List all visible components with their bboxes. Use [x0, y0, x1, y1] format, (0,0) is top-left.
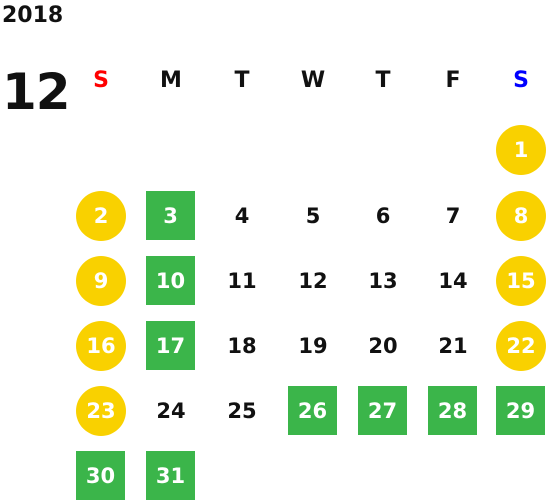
day-cell[interactable]: 24	[156, 399, 186, 423]
day-cell[interactable]: 31	[146, 451, 195, 500]
day-cell[interactable]: 27	[358, 386, 407, 435]
day-cell[interactable]: 16	[76, 321, 126, 371]
weekday-label: M	[160, 67, 182, 93]
day-cell[interactable]: 19	[298, 334, 328, 358]
day-cell[interactable]: 20	[368, 334, 398, 358]
day-cell[interactable]: 2	[76, 191, 126, 241]
day-cell[interactable]: 8	[496, 191, 546, 241]
day-cell[interactable]: 11	[227, 269, 257, 293]
day-cell[interactable]: 29	[496, 386, 545, 435]
year-label: 2018	[2, 3, 64, 28]
day-cell[interactable]: 15	[496, 256, 546, 306]
day-cell[interactable]: 9	[76, 256, 126, 306]
month-label: 12	[2, 63, 71, 121]
weekday-label: T	[234, 67, 250, 93]
day-cell[interactable]: 28	[428, 386, 477, 435]
weekday-label: W	[300, 67, 326, 93]
day-cell[interactable]: 14	[438, 269, 468, 293]
weekday-label: T	[375, 67, 391, 93]
day-cell[interactable]: 18	[227, 334, 257, 358]
day-cell[interactable]: 25	[227, 399, 257, 423]
weekday-label: S	[93, 67, 109, 93]
day-cell[interactable]: 30	[76, 451, 125, 500]
day-cell[interactable]: 22	[496, 321, 546, 371]
day-cell[interactable]: 4	[234, 204, 250, 228]
day-cell[interactable]: 3	[146, 191, 195, 240]
day-cell[interactable]: 17	[146, 321, 195, 370]
day-cell[interactable]: 12	[298, 269, 328, 293]
day-cell[interactable]: 1	[496, 125, 546, 175]
day-cell[interactable]: 5	[305, 204, 321, 228]
day-cell[interactable]: 26	[288, 386, 337, 435]
day-cell[interactable]: 7	[445, 204, 461, 228]
weekday-label: S	[513, 67, 529, 93]
day-cell[interactable]: 6	[375, 204, 391, 228]
day-cell[interactable]: 10	[146, 256, 195, 305]
weekday-label: F	[445, 67, 461, 93]
day-cell[interactable]: 23	[76, 386, 126, 436]
day-cell[interactable]: 21	[438, 334, 468, 358]
day-cell[interactable]: 13	[368, 269, 398, 293]
